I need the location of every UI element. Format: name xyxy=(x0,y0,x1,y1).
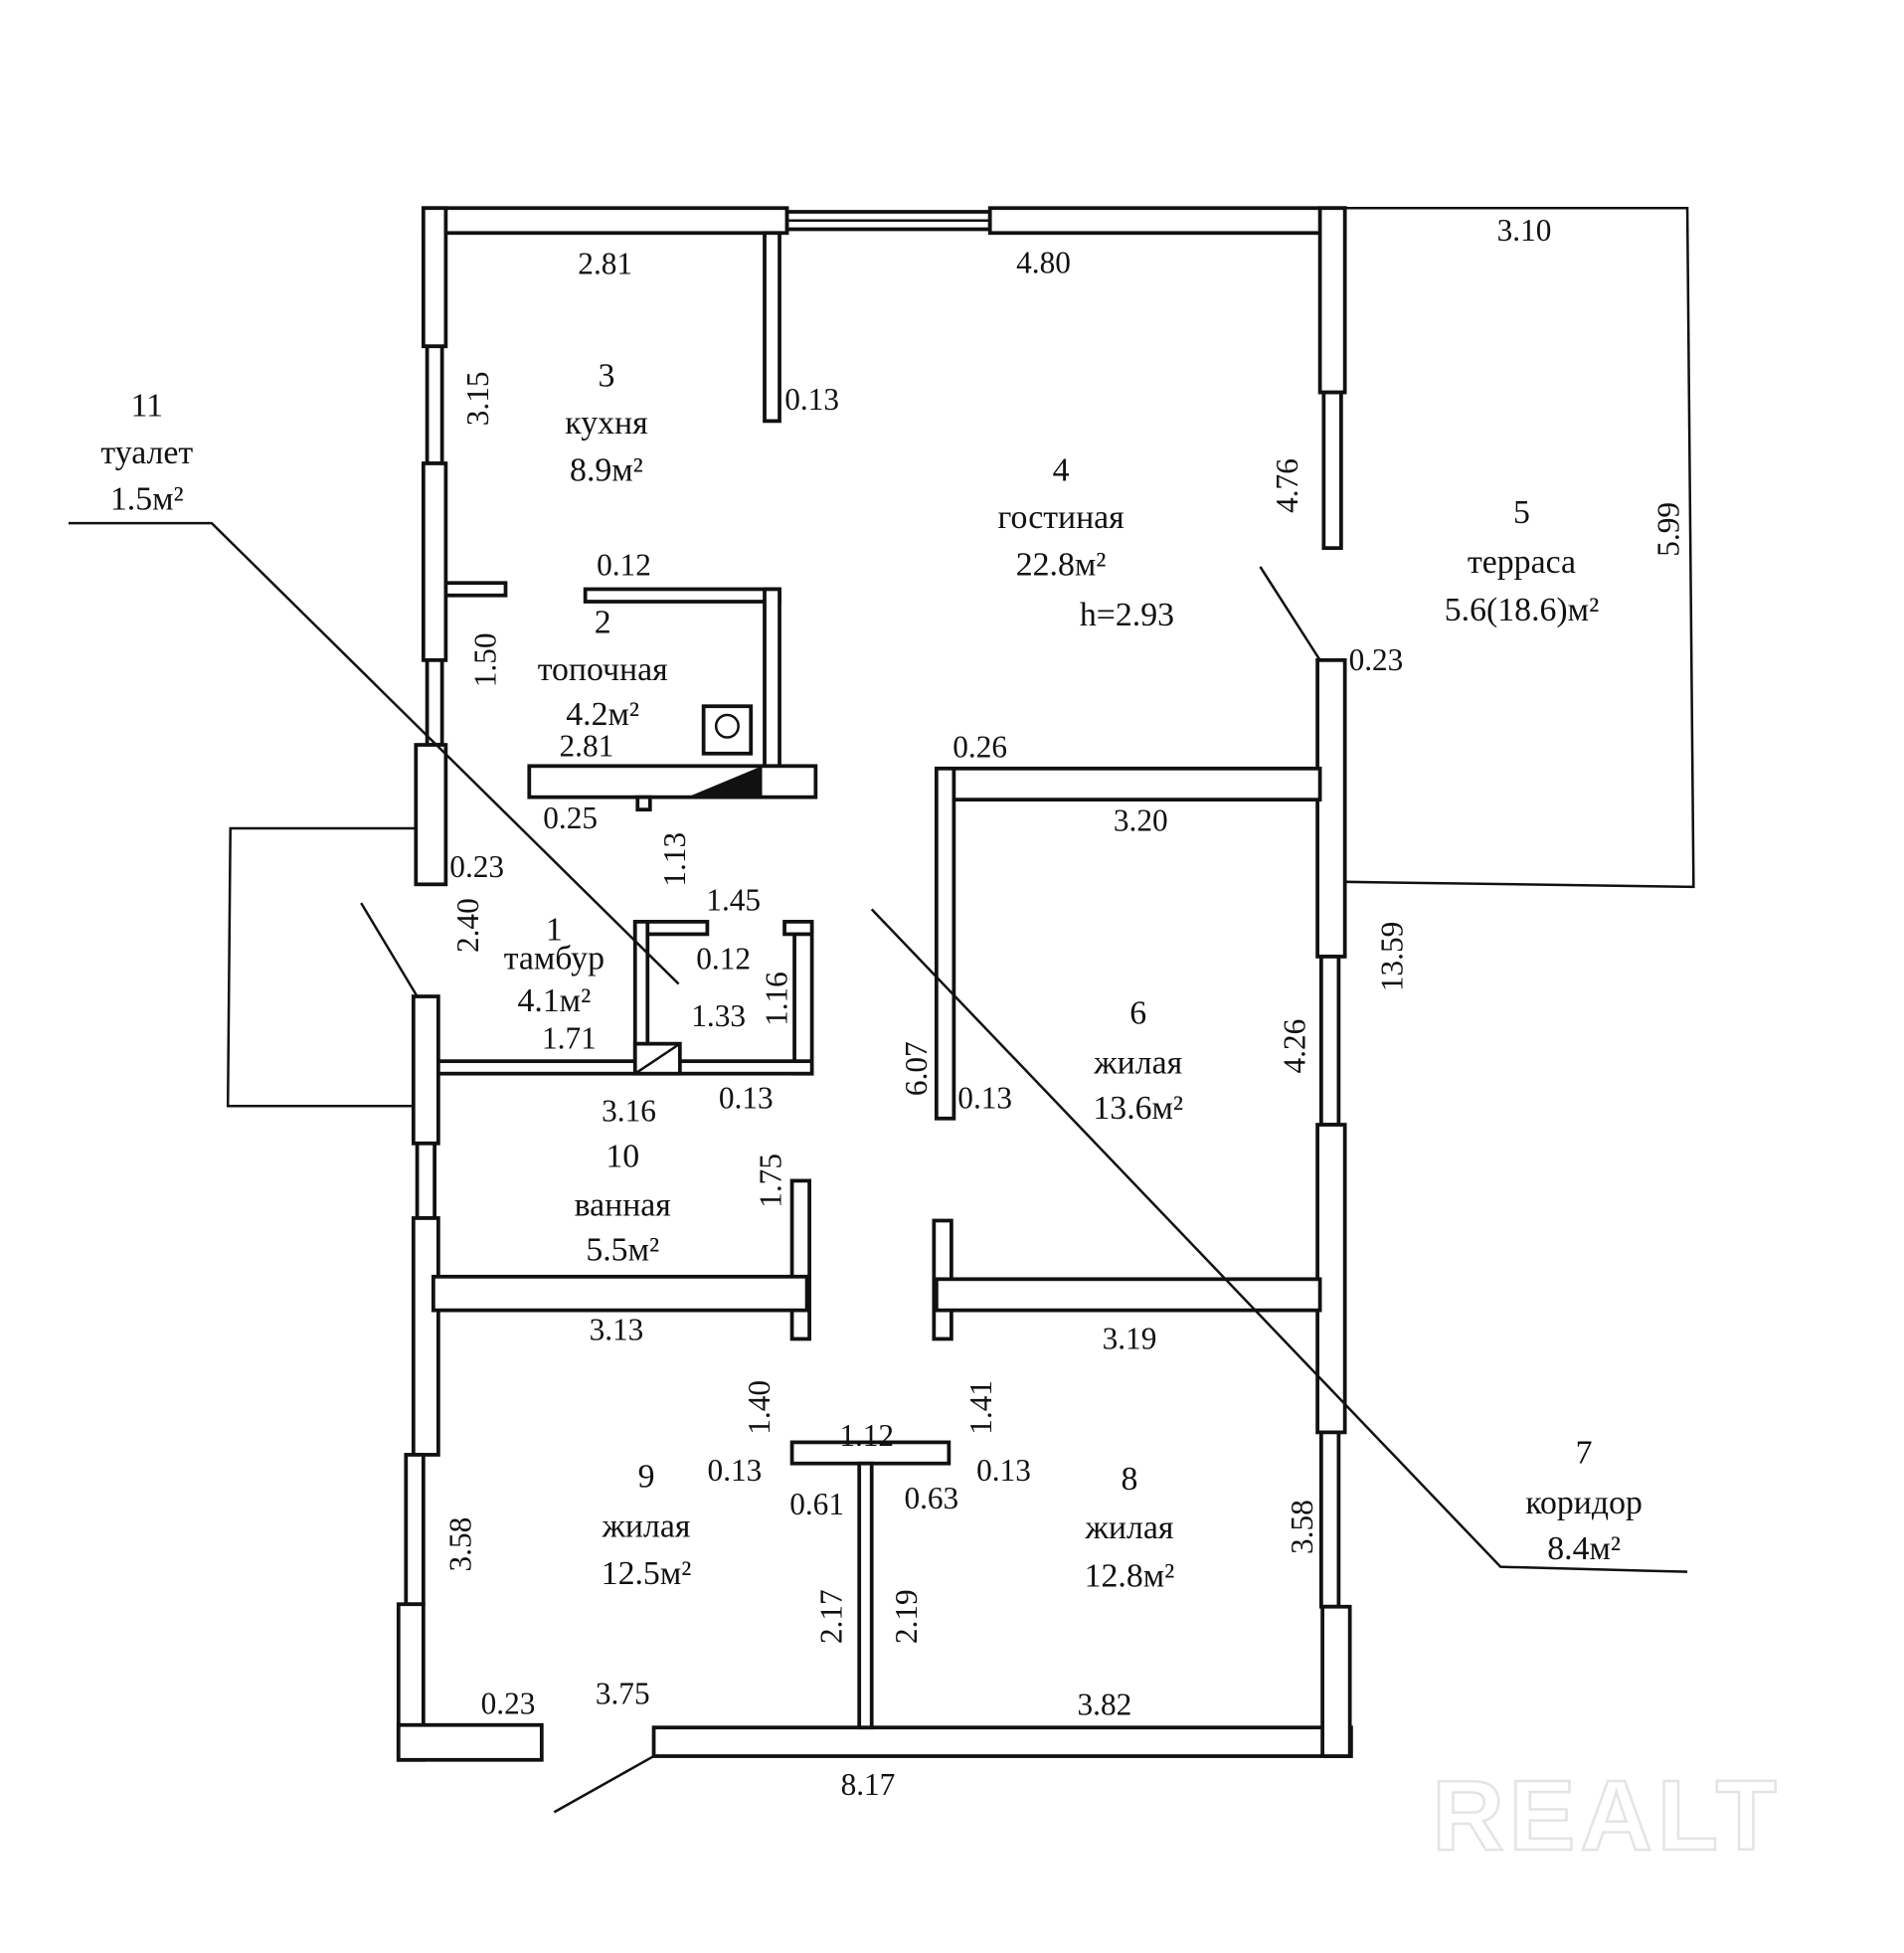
room-name: жилая xyxy=(602,1509,691,1545)
room-area: 22.8м² xyxy=(1016,547,1107,584)
dimension: 4.80 xyxy=(1016,245,1071,279)
dimension: 0.12 xyxy=(597,548,651,583)
dimension: 1.50 xyxy=(467,632,502,687)
room-name: жилая xyxy=(1093,1045,1182,1082)
room-number: 8 xyxy=(1122,1461,1138,1498)
room-name: коридор xyxy=(1525,1485,1643,1521)
dimension: 3.15 xyxy=(460,371,495,426)
leader-lines xyxy=(68,521,1688,1814)
dimension: 0.61 xyxy=(789,1487,844,1521)
room-5: 5 терраса 5.6(18.6)м² xyxy=(1445,494,1599,628)
porch-outline xyxy=(226,826,418,1108)
room-area: 13.6м² xyxy=(1093,1090,1183,1127)
dimension: 0.25 xyxy=(543,800,598,835)
room-number: 6 xyxy=(1129,995,1146,1032)
room-name: ванная xyxy=(575,1186,671,1223)
dimension: 1.40 xyxy=(742,1380,777,1435)
walls xyxy=(396,206,1353,1762)
dimension: 0.12 xyxy=(696,941,751,976)
room-1: 1 тамбур 4.1м² xyxy=(504,912,605,1019)
room-area: 5.6(18.6)м² xyxy=(1445,592,1599,628)
room-9: 9 жилая 12.5м² xyxy=(602,1459,692,1593)
dimension: 0.26 xyxy=(952,730,1007,765)
room-10: 10 ванная 5.5м² xyxy=(575,1139,671,1269)
room-area: 5.5м² xyxy=(586,1232,659,1269)
room-name: жилая xyxy=(1085,1509,1174,1546)
dimension: 8.17 xyxy=(841,1767,896,1802)
dimension: 3.75 xyxy=(596,1676,650,1710)
room-name: туалет xyxy=(100,435,193,471)
room-number: 2 xyxy=(595,604,611,640)
room-4: 4 гостиная 22.8м² h=2.93 xyxy=(997,452,1174,633)
room-name: гостиная xyxy=(997,499,1124,536)
terrace-outline xyxy=(1344,206,1695,889)
dimension: 3.10 xyxy=(1497,213,1552,248)
dimension: 0.23 xyxy=(481,1686,536,1720)
dimension: 1.13 xyxy=(657,832,692,887)
room-8: 8 жилая 12.8м² xyxy=(1085,1461,1175,1595)
dimension: 3.82 xyxy=(1078,1687,1132,1722)
room-area: 4.1м² xyxy=(517,982,591,1019)
room-name: тамбур xyxy=(504,940,605,976)
dimension: 2.19 xyxy=(889,1589,924,1644)
dimension: 2.81 xyxy=(578,247,632,281)
dimension: 3.20 xyxy=(1114,802,1168,837)
room-11: 11 туалет 1.5м² xyxy=(100,387,193,517)
room-name: терраса xyxy=(1468,544,1576,581)
dimension: 0.13 xyxy=(708,1453,763,1488)
room-3: 3 кухня 8.9м² xyxy=(565,357,647,488)
dimension: 4.26 xyxy=(1278,1019,1312,1074)
dimension: 4.76 xyxy=(1270,458,1304,513)
room-number: 9 xyxy=(638,1459,655,1496)
room-area: 4.2м² xyxy=(566,696,639,733)
room-area: 12.8м² xyxy=(1085,1558,1175,1595)
dimension: 1.12 xyxy=(839,1418,894,1453)
room-name: кухня xyxy=(565,405,647,442)
dimension: 3.58 xyxy=(1285,1500,1319,1554)
dimension: 1.71 xyxy=(542,1021,597,1056)
room-number: 7 xyxy=(1576,1435,1593,1472)
room-number: 5 xyxy=(1513,494,1530,531)
room-area: 8.9м² xyxy=(570,452,643,489)
room-7: 7 коридор 8.4м² xyxy=(1525,1435,1643,1567)
room-2: 2 топочная 4.2м² xyxy=(538,604,668,733)
dimension: 2.81 xyxy=(560,728,614,763)
dimension: 0.63 xyxy=(904,1481,958,1515)
dimension: 0.13 xyxy=(957,1081,1012,1116)
dimension: 3.19 xyxy=(1103,1321,1157,1355)
dimension: 1.45 xyxy=(706,883,761,918)
dimension: 0.13 xyxy=(719,1081,774,1116)
dimension: 3.13 xyxy=(590,1313,644,1347)
dimension: 0.23 xyxy=(449,849,504,884)
dimension: 0.13 xyxy=(976,1453,1031,1488)
dimension: 1.41 xyxy=(963,1380,998,1435)
ceiling-height: h=2.93 xyxy=(1080,597,1174,633)
room-number: 10 xyxy=(606,1139,639,1175)
room-number: 1 xyxy=(546,912,563,949)
room-name: топочная xyxy=(538,651,668,688)
room-number: 11 xyxy=(131,387,164,424)
dimension: 3.16 xyxy=(602,1093,656,1128)
dimension: 1.75 xyxy=(753,1154,787,1208)
dimension: 5.99 xyxy=(1650,502,1685,557)
room-number: 4 xyxy=(1053,452,1070,489)
dimensions: 2.81 4.80 3.10 0.13 3.15 4.76 5.99 0.12 … xyxy=(442,213,1685,1802)
dimension: 3.58 xyxy=(442,1517,477,1572)
dimension: 1.16 xyxy=(760,972,794,1026)
room-number: 3 xyxy=(598,357,614,394)
dimension: 1.33 xyxy=(691,998,746,1033)
dimension: 0.13 xyxy=(784,382,839,417)
dimension: 2.40 xyxy=(450,898,485,953)
dimension: 2.17 xyxy=(814,1589,849,1644)
room-area: 12.5м² xyxy=(602,1555,692,1592)
dimension: 0.23 xyxy=(1349,642,1404,677)
watermark-logo: REALT xyxy=(1432,1760,1782,1871)
dimension: 6.07 xyxy=(899,1041,934,1096)
room-area: 1.5м² xyxy=(110,480,184,517)
dimension: 13.59 xyxy=(1374,922,1409,991)
room-area: 8.4м² xyxy=(1547,1530,1621,1567)
room-6: 6 жилая 13.6м² xyxy=(1093,995,1183,1127)
